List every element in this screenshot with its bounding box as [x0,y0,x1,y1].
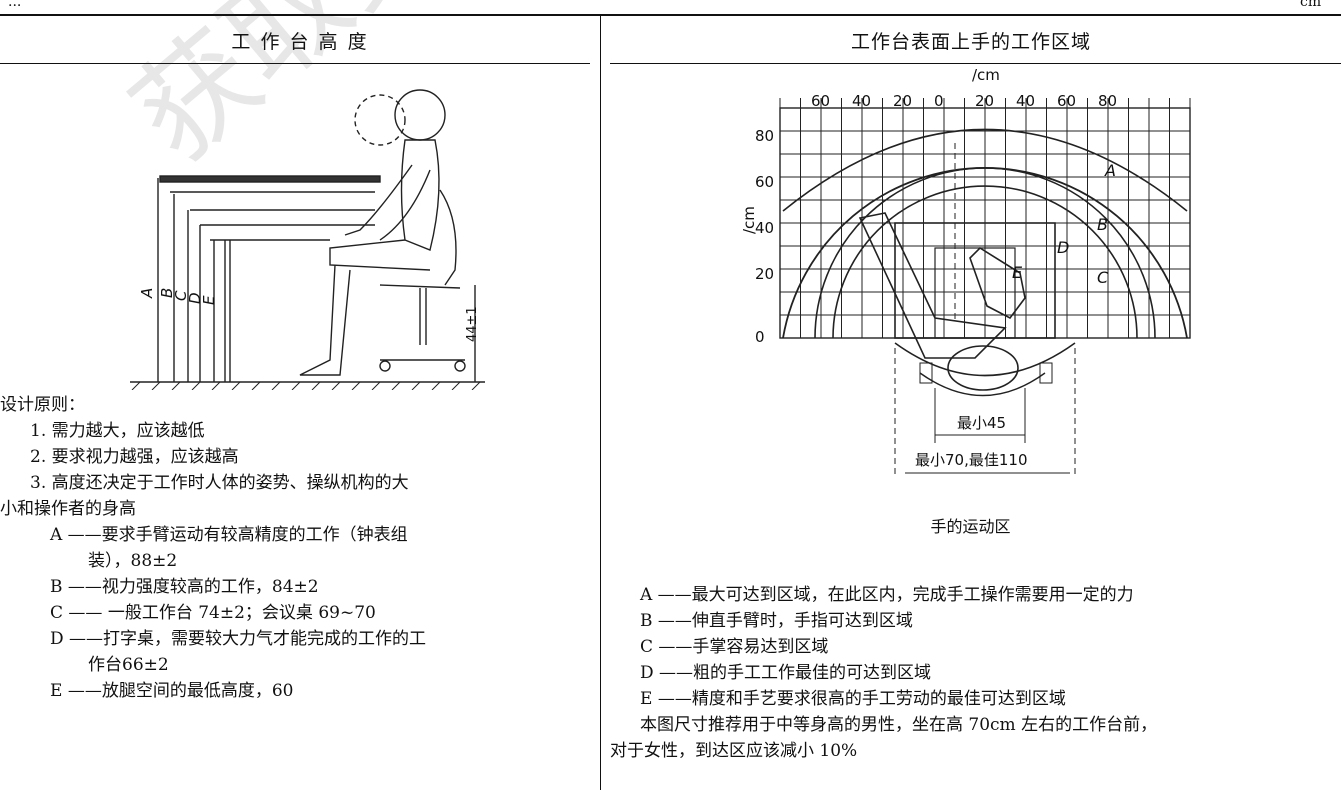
item-a-cont: 装），88±2 [88,551,178,571]
dim-min70: 最小70,最佳110 [915,451,1028,469]
design-principles-heading: 设计原则： [0,395,85,415]
dim-label-c: C [172,290,190,301]
zone-label-d: D [1057,238,1069,257]
right-text-block: A ——最大可达到区域，在此区内，完成手工操作需要用一定的力 B ——伸直手臂时… [610,582,1341,764]
y-tick-label: 60 [755,173,774,191]
zone-c-desc: C ——手掌容易达到区域 [640,637,829,657]
item-b: B ——视力强度较高的工作，84±2 [50,577,319,597]
dim-label-a: A [138,288,156,299]
principle-2: 2. 要求视力越强，应该越高 [30,447,239,467]
item-a: A ——要求手臂运动有较高精度的工作（钟表组 [50,525,408,545]
corner-left: ... [8,0,22,10]
zone-e-desc: E ——精度和手艺要求很高的手工劳动的最佳可达到区域 [640,689,1066,709]
x-tick-label: 20 [893,92,912,110]
left-title: 工 作 台 高 度 [231,31,369,53]
item-d-cont: 作台66±2 [88,655,169,675]
zone-d-desc: D ——粗的手工工作最佳的可达到区域 [640,663,932,683]
principle-1: 1. 需力越大，应该越低 [30,421,205,441]
x-tick-label: 20 [975,92,994,110]
side-unit: /cm [740,206,758,234]
right-title: 工作台表面上手的工作区域 [850,31,1091,53]
x-tick-label: 80 [1098,92,1117,110]
y-tick-label: 20 [755,265,774,283]
dim-label-d: D [186,292,204,304]
seat-height-dim: 44±1 [465,306,480,342]
x-tick-label: 60 [811,92,830,110]
x-tick-label: 40 [852,92,871,110]
x-tick-label: 60 [1057,92,1076,110]
corner-right: cm [1300,0,1322,10]
zone-a-desc: A ——最大可达到区域，在此区内，完成手工操作需要用一定的力 [640,585,1134,605]
zone-label-c: C [1097,268,1109,287]
note-line-1: 本图尺寸推荐用于中等身高的男性，坐在高 70cm 左右的工作台前， [640,715,1158,735]
right-header-rule [610,63,1341,64]
principle-3-cont: 小和操作者的身高 [0,499,136,519]
y-tick-label: 0 [755,328,765,346]
y-tick-label: 40 [755,219,774,237]
left-header-rule [0,63,590,64]
workbench-height-figure: A B C D E 44±1 [130,89,485,390]
figure-caption: 手的运动区 [930,517,1011,536]
x-tick-label: 40 [1016,92,1035,110]
zone-label-e: E [1012,263,1023,282]
y-tick-label: 80 [755,127,774,145]
dim-label-e: E [200,295,218,305]
column-divider [600,14,601,790]
dim-min45: 最小45 [957,414,1006,432]
left-text-block: 设计原则： 1. 需力越大，应该越低 2. 要求视力越强，应该越高 3. 高度还… [0,392,598,704]
top-unit: /cm [972,68,1000,84]
x-tick-label: 0 [934,92,944,110]
item-d: D ——打字桌，需要较大力气才能完成的工作的工 [50,629,427,649]
zone-b-desc: B ——伸直手臂时，手指可达到区域 [640,611,913,631]
dim-label-b: B [158,288,176,298]
zone-label-a: A [1104,161,1116,180]
principle-3: 3. 高度还决定于工作时人体的姿势、操纵机构的大 [30,473,409,493]
item-e: E ——放腿空间的最低高度，60 [50,681,294,701]
item-c: C —— 一般工作台 74±2；会议桌 69~70 [50,603,376,623]
top-rule [0,14,1341,16]
note-line-2: 对于女性，到达区应该减小 10% [610,741,858,761]
zone-label-b: B [1097,215,1108,234]
